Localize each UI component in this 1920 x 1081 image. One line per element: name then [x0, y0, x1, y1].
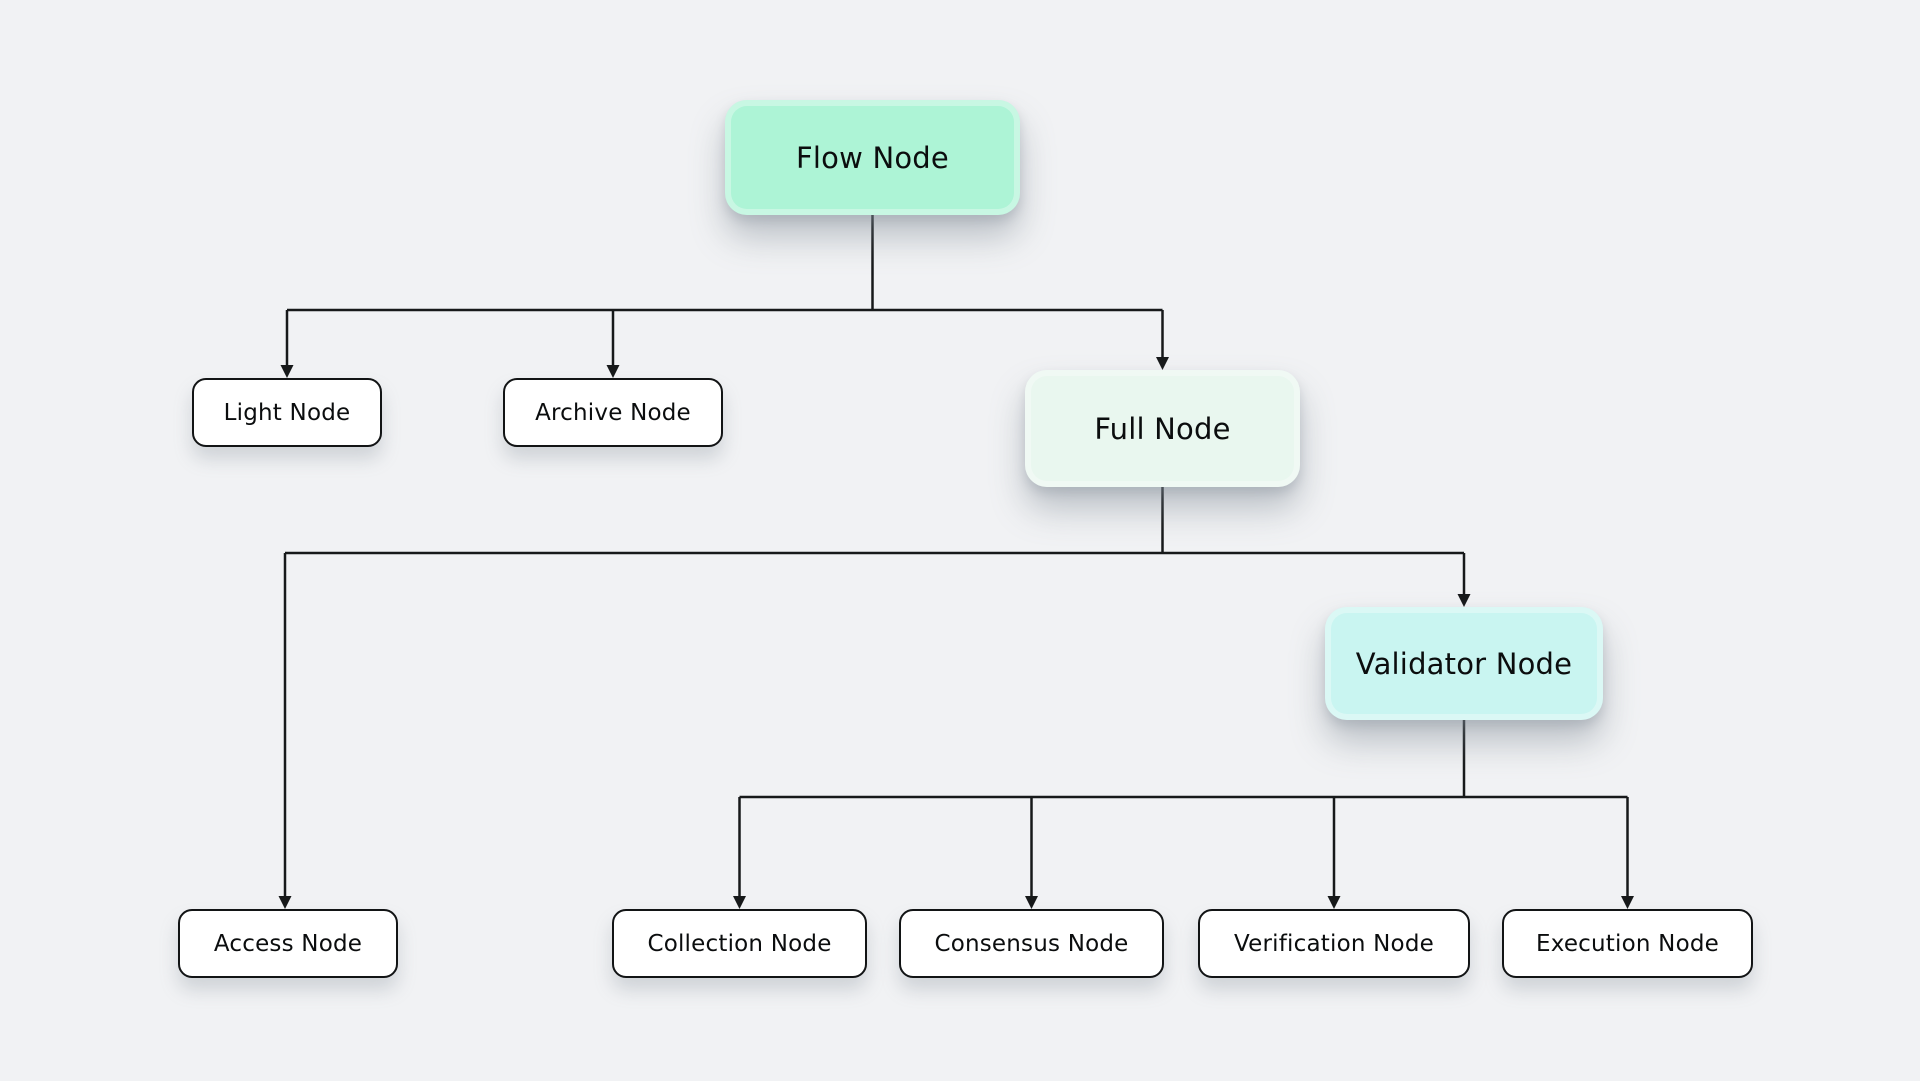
- arrowhead-consensus: [1025, 896, 1038, 909]
- node-archive: Archive Node: [503, 378, 723, 447]
- arrowhead-light: [280, 365, 294, 378]
- node-full: Full Node: [1025, 370, 1300, 487]
- node-execution-label: Execution Node: [1535, 930, 1719, 957]
- arrowhead-archive: [606, 365, 620, 378]
- node-archive-label: Archive Node: [535, 399, 691, 426]
- node-consensus-label: Consensus Node: [934, 930, 1129, 957]
- arrowhead-collection: [733, 896, 746, 909]
- connector-full-children: [278, 487, 1471, 909]
- arrowhead-verification: [1327, 896, 1341, 909]
- node-validator-label: Validator Node: [1355, 646, 1573, 681]
- node-light: Light Node: [192, 378, 382, 447]
- node-consensus: Consensus Node: [899, 909, 1164, 978]
- node-access: Access Node: [178, 909, 398, 978]
- connector-flow-children: [280, 215, 1169, 378]
- node-access-label: Access Node: [213, 930, 363, 957]
- node-full-label: Full Node: [1094, 411, 1231, 446]
- node-verification: Verification Node: [1198, 909, 1470, 978]
- node-execution: Execution Node: [1502, 909, 1753, 978]
- node-flow-label: Flow Node: [796, 140, 949, 175]
- arrowhead-full: [1156, 357, 1169, 370]
- node-collection-label: Collection Node: [647, 930, 832, 957]
- arrowhead-execution: [1621, 896, 1634, 909]
- node-flow: Flow Node: [725, 100, 1020, 215]
- arrowhead-access: [278, 896, 292, 909]
- node-collection: Collection Node: [612, 909, 867, 978]
- node-validator: Validator Node: [1325, 607, 1603, 720]
- connector-validator-children: [733, 720, 1634, 909]
- node-light-label: Light Node: [223, 399, 351, 426]
- node-verification-label: Verification Node: [1234, 930, 1434, 957]
- arrowhead-validator: [1457, 594, 1471, 607]
